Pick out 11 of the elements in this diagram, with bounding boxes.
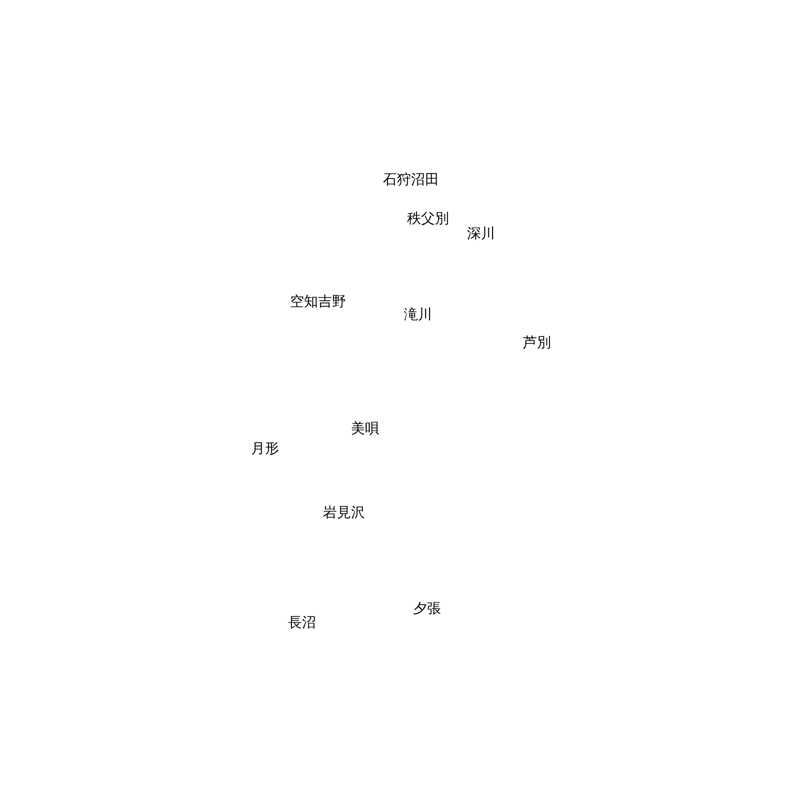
- place-name-label: 美唄: [351, 421, 379, 437]
- place-name-label: 長沼: [288, 615, 316, 631]
- place-name-label: 岩見沢: [323, 505, 365, 521]
- place-name-label: 秩父別: [407, 211, 449, 227]
- place-name-label: 夕張: [413, 601, 441, 617]
- place-name-label: 空知吉野: [290, 294, 346, 310]
- place-name-label: 滝川: [404, 307, 432, 323]
- place-name-label: 芦別: [523, 335, 551, 351]
- place-name-label: 月形: [251, 441, 279, 457]
- place-name-label: 深川: [467, 226, 495, 242]
- place-name-label: 石狩沼田: [383, 172, 439, 188]
